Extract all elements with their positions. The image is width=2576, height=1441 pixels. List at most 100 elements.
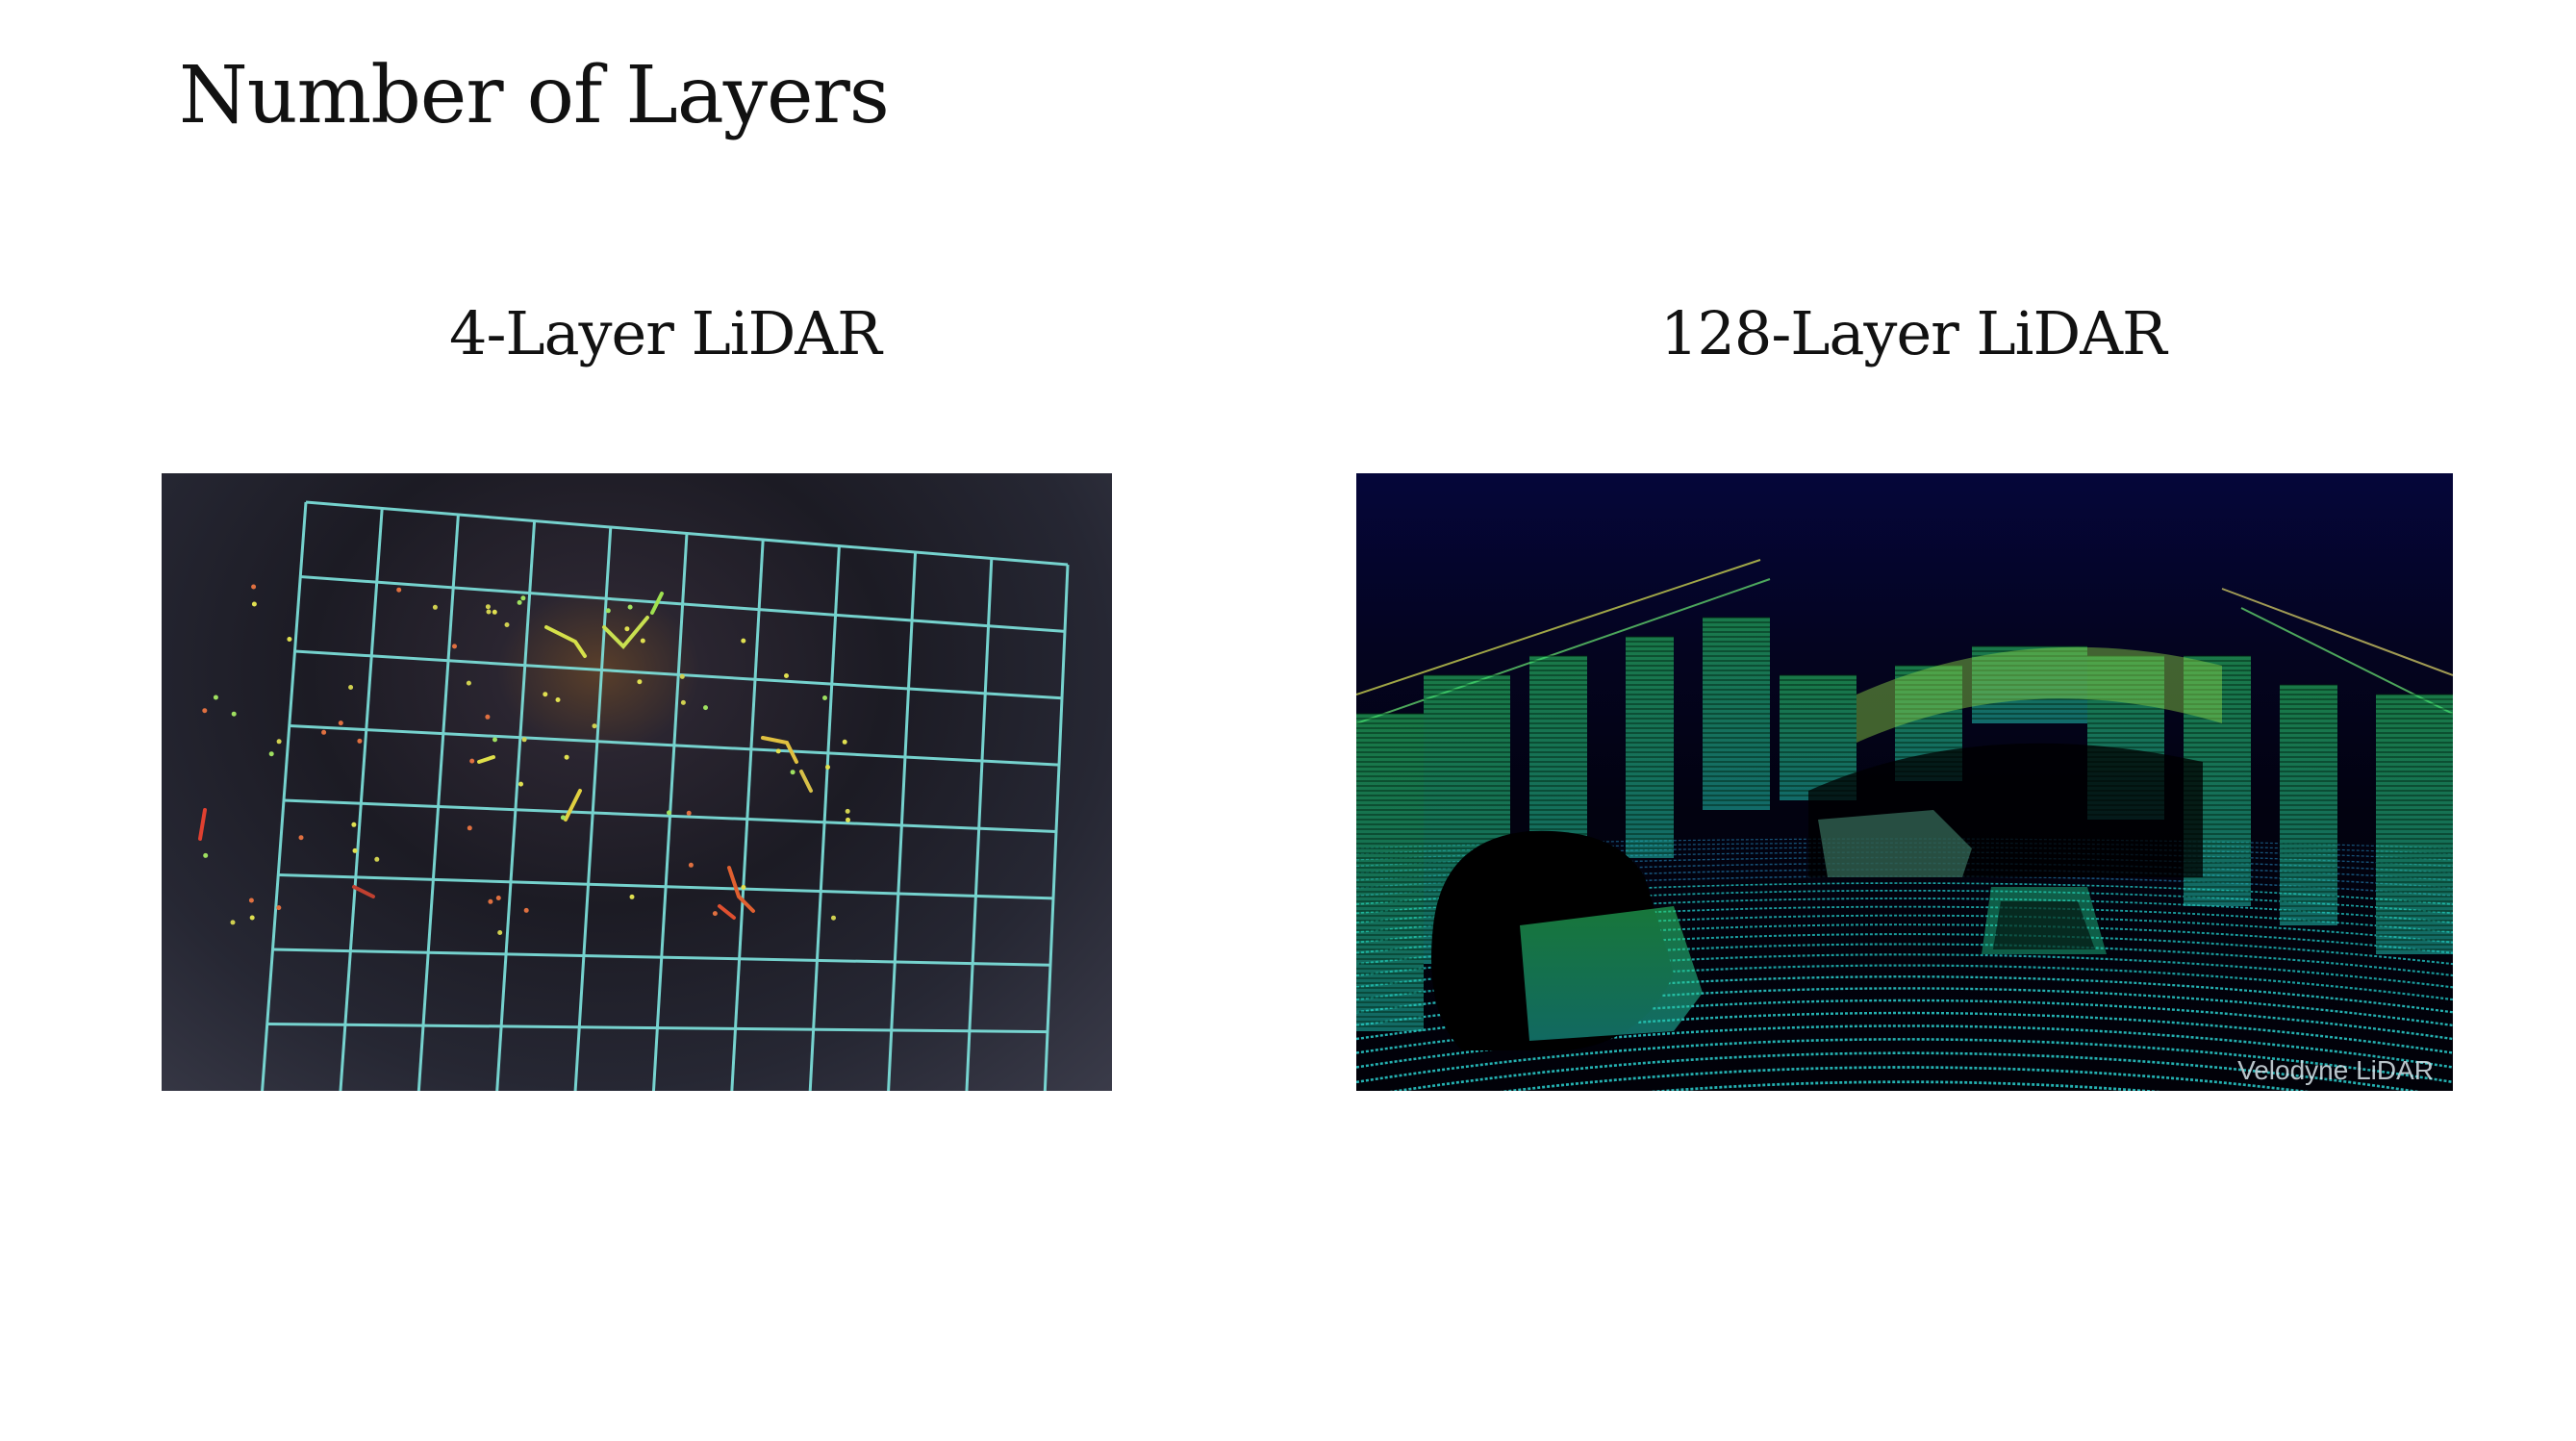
- point: [627, 604, 633, 610]
- scan-line: [1356, 953, 2453, 989]
- point: [555, 697, 561, 702]
- point: [517, 599, 522, 605]
- scan-line: [1356, 889, 2453, 915]
- scan-line: [1356, 923, 2453, 954]
- car-silhouette-far: [1818, 810, 1972, 877]
- grid-line: [305, 500, 1069, 567]
- point: [352, 847, 358, 853]
- point-segment: [198, 808, 207, 841]
- point: [276, 739, 282, 745]
- point: [521, 737, 527, 743]
- point: [432, 604, 438, 610]
- scan-line: [1500, 1066, 2310, 1091]
- point-segment: [799, 770, 813, 793]
- point-segment: [650, 592, 664, 615]
- point: [543, 692, 548, 697]
- grid-line: [887, 551, 918, 1091]
- point: [287, 637, 292, 642]
- grid-line: [417, 514, 460, 1091]
- scan-line: [1356, 897, 2453, 923]
- point: [497, 930, 503, 935]
- point: [846, 817, 850, 822]
- point: [680, 699, 686, 705]
- point-segment: [352, 885, 375, 898]
- grid-line: [339, 508, 384, 1091]
- point-segment: [602, 616, 649, 649]
- lidar-4-layer-graphic: [198, 500, 1070, 1091]
- grid-line: [730, 539, 765, 1091]
- point: [679, 673, 685, 679]
- point: [452, 644, 457, 649]
- point: [560, 815, 566, 821]
- panel-caption-4-layer: 4-Layer LiDAR: [449, 298, 882, 368]
- grid-line: [283, 798, 1057, 833]
- point: [466, 680, 471, 686]
- scan-line: [1356, 964, 2453, 1001]
- point-segment: [727, 866, 755, 913]
- grid-line: [1043, 564, 1070, 1091]
- point: [203, 852, 209, 858]
- car-silhouette-left: [1431, 830, 1703, 1050]
- scan-line: [1356, 882, 2453, 905]
- point: [251, 601, 257, 607]
- point: [822, 695, 827, 700]
- scan-line: [1649, 1080, 2160, 1091]
- point: [688, 862, 694, 868]
- point: [485, 604, 491, 610]
- point: [268, 751, 274, 757]
- scan-line: [1356, 905, 2453, 934]
- point-segment: [761, 736, 798, 764]
- point: [231, 711, 237, 717]
- point: [213, 695, 218, 700]
- point-segment: [477, 755, 495, 764]
- scan-line: [1356, 1038, 2453, 1084]
- grid-line: [261, 501, 308, 1091]
- scan-line: [1356, 559, 1761, 695]
- point: [624, 626, 630, 632]
- point: [790, 770, 796, 775]
- point: [523, 907, 529, 913]
- scan-line: [2221, 588, 2453, 676]
- point: [592, 723, 597, 729]
- point-segment: [718, 904, 736, 920]
- point: [321, 729, 327, 735]
- point: [520, 595, 526, 601]
- point: [629, 894, 635, 899]
- scan-line: [1356, 1024, 2453, 1069]
- point: [712, 911, 718, 917]
- scan-line: [1356, 987, 2453, 1027]
- point: [396, 587, 402, 593]
- scan-line: [1389, 1051, 2420, 1091]
- point-segment: [544, 625, 587, 658]
- point: [775, 748, 781, 754]
- point: [825, 765, 830, 770]
- lidar-128-layer-graphic: Velodyne LiDAR: [1356, 559, 2453, 1091]
- point-segment: [564, 789, 582, 822]
- point: [784, 673, 789, 678]
- point: [485, 714, 491, 720]
- point: [251, 584, 257, 590]
- scan-line: [1356, 933, 2453, 966]
- scan-line: [1356, 999, 2453, 1041]
- point: [374, 856, 380, 862]
- scan-line: [1356, 943, 2453, 977]
- tree-canopy: [1856, 646, 2222, 743]
- point: [248, 897, 254, 903]
- grid-line: [278, 873, 1054, 900]
- velodyne-watermark: Velodyne LiDAR: [2237, 1055, 2434, 1085]
- point: [492, 737, 497, 743]
- scan-line: [1356, 975, 2453, 1014]
- lidar-4-layer-image: [162, 473, 1112, 1091]
- point: [845, 808, 850, 814]
- point: [202, 708, 208, 714]
- point: [486, 609, 492, 615]
- point: [667, 810, 671, 816]
- scan-line: [1356, 1011, 2453, 1054]
- grid-line: [294, 649, 1063, 700]
- point: [276, 905, 282, 911]
- point: [495, 896, 501, 900]
- point: [298, 835, 304, 841]
- point: [504, 622, 510, 627]
- grid-overlay: [261, 500, 1070, 1091]
- point: [686, 810, 692, 816]
